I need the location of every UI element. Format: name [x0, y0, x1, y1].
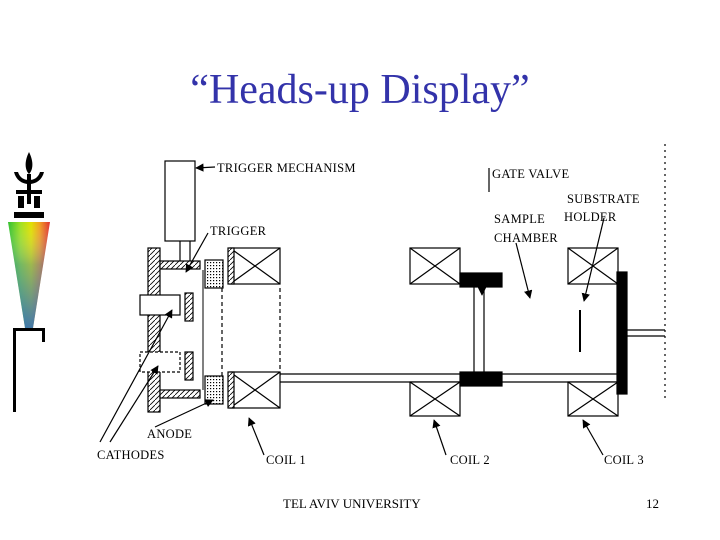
gate-valve-lower: [459, 371, 503, 387]
label-substrate-holder-line1: SUBSTRATE: [567, 192, 640, 206]
trigger-mechanism-box: [164, 160, 196, 242]
label-coil-1: COIL 1: [266, 453, 306, 467]
university-logo: [8, 152, 50, 412]
label-gate-valve: GATE VALVE: [492, 167, 569, 181]
page-number: 12: [646, 496, 659, 511]
slide-title: “Heads-up Display”: [190, 67, 530, 113]
substrate-holder-plate: [616, 271, 628, 395]
cathode-lower: [139, 351, 181, 373]
label-trigger: TRIGGER: [210, 224, 267, 238]
anode-upper: [204, 259, 224, 289]
apparatus-schematic: TRIGGER MECHANISM TRIGGER GATE VALVE SAM…: [97, 144, 666, 467]
label-cathodes: CATHODES: [97, 448, 165, 462]
cathode-upper: [139, 294, 181, 316]
label-anode: ANODE: [147, 427, 192, 441]
label-sample-chamber-line2: CHAMBER: [494, 231, 558, 245]
footer-university: TEL AVIV UNIVERSITY: [283, 496, 421, 511]
label-coil-3: COIL 3: [604, 453, 644, 467]
label-coil-2: COIL 2: [450, 453, 490, 467]
label-trigger-mechanism: TRIGGER MECHANISM: [217, 161, 356, 175]
gate-valve-upper: [459, 272, 503, 288]
label-sample-chamber-line1: SAMPLE: [494, 212, 545, 226]
cathode-plate: [147, 247, 161, 413]
label-substrate-holder-line2: HOLDER: [564, 210, 617, 224]
anode-lower: [204, 375, 224, 405]
